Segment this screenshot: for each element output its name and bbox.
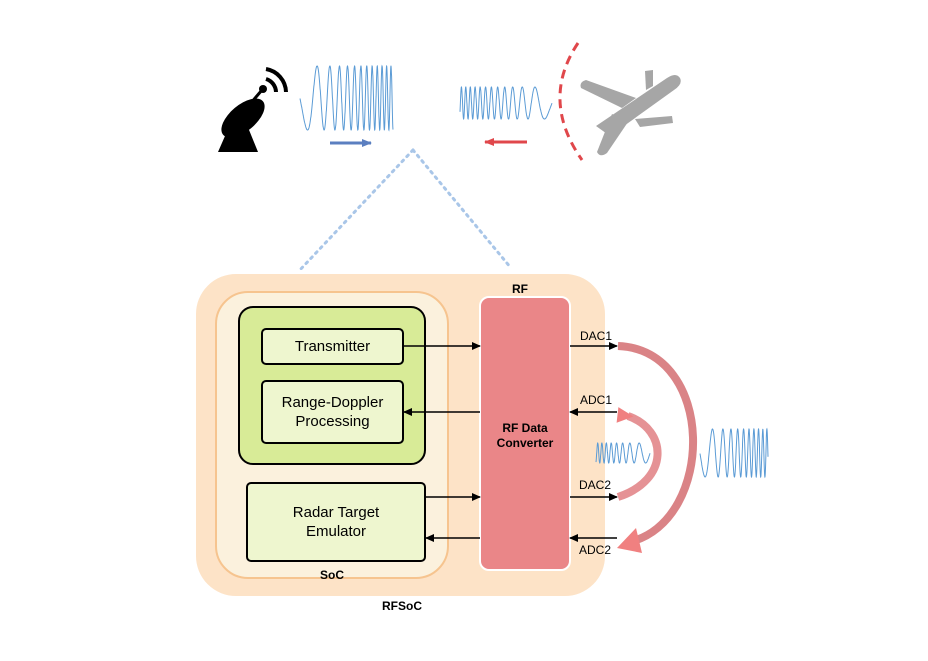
dac2-to-adc1-arrowhead [616,407,634,423]
reflection-arc [558,42,584,161]
port-arrows [569,342,618,542]
echo-wave-icon [459,86,553,120]
internal-arrows [403,342,481,542]
rfsoc-label: RFSoC [382,599,422,613]
adc1-label: ADC1 [579,393,612,407]
rf-data-converter-label: RF Data Converter [496,421,554,450]
rf-data-converter-block[interactable] [479,296,571,571]
dac1-label: DAC1 [579,329,612,343]
dac1-to-adc2-loop [617,342,698,546]
radar-dish-icon [218,67,288,152]
adc2-label: ADC2 [578,543,611,557]
loopback-wave-icon [595,427,769,479]
dac1-to-adc2-arrowhead [617,528,642,553]
zoom-connector [296,148,513,274]
radar-target-emulator-block[interactable] [246,482,426,562]
transmitter-block[interactable] [261,328,404,365]
range-doppler-label: Range-Doppler Processing [281,394,384,430]
dac2-label: DAC2 [578,478,611,492]
rf-label: RF [512,282,528,296]
dac2-to-adc1-loop [616,412,662,501]
transmitter-label: Transmitter [294,338,371,355]
radar-target-emulator-label: Radar Target Emulator [292,504,380,540]
soc-label: SoC [320,568,344,582]
transmit-wave-icon [299,64,394,132]
airplane-icon [580,70,681,156]
